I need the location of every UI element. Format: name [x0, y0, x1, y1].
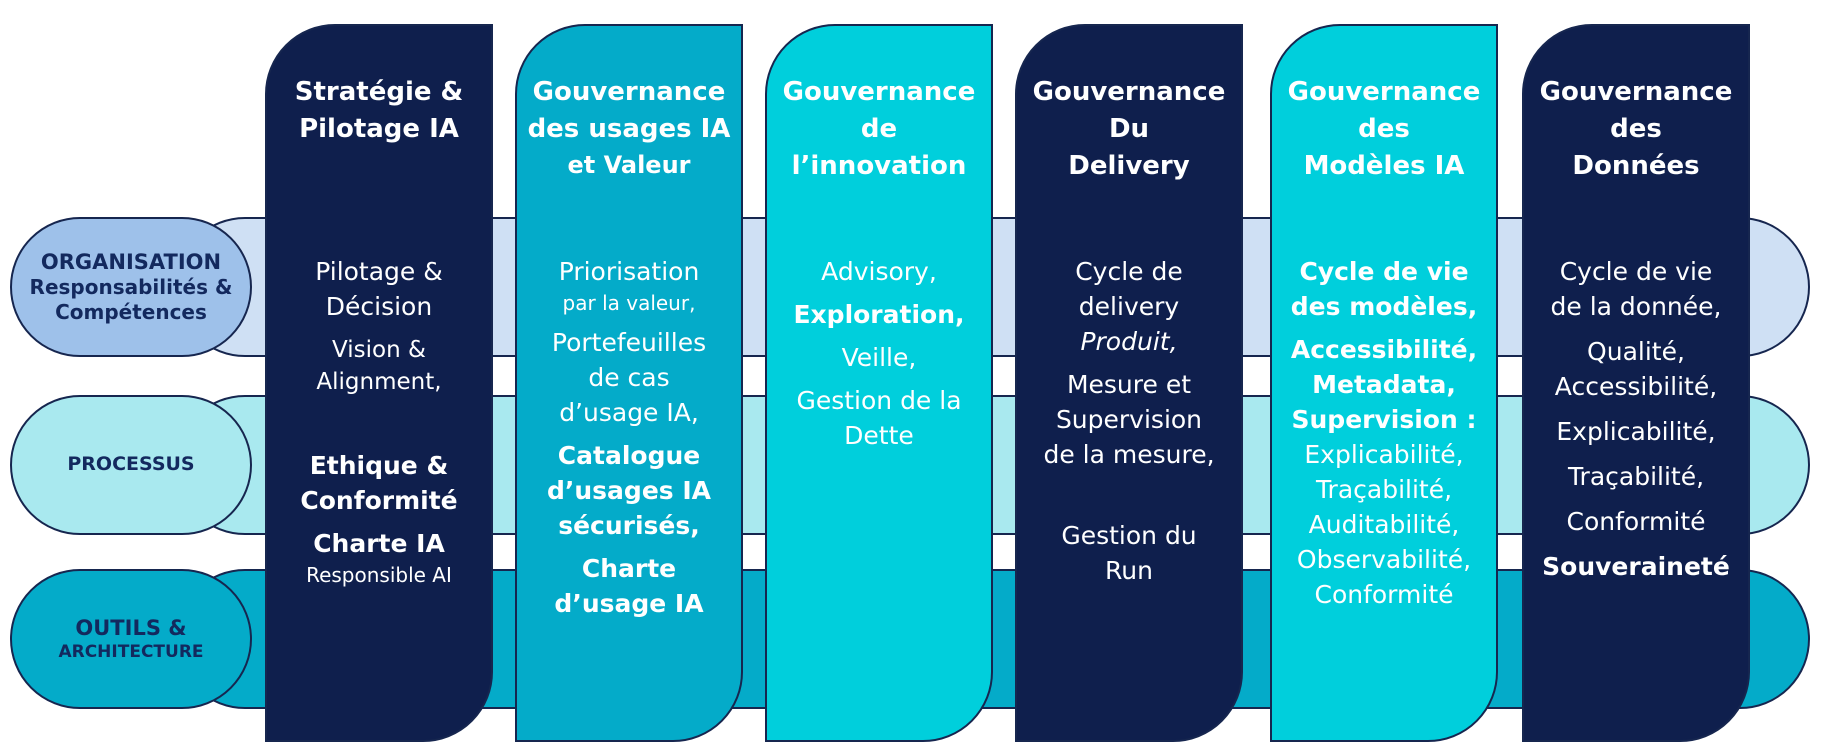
column-item: Pilotage &	[315, 257, 443, 286]
column-item: Veille,	[841, 343, 917, 372]
column-title-line: Gouvernance	[1539, 77, 1733, 107]
column-title: Gouvernance des Données	[1540, 74, 1733, 202]
column-title-line: et Valeur	[567, 150, 691, 179]
column-item: Traçabilité,	[1315, 475, 1453, 504]
column-item: Mesure et	[1066, 370, 1192, 399]
column-item: Accessibilité,	[1554, 372, 1718, 401]
column-item: Metadata,	[1312, 370, 1456, 399]
column-item: Cycle de vie	[1559, 257, 1713, 286]
column-item: Traçabilité,	[1567, 462, 1705, 491]
row-label-line: Responsabilités &	[29, 275, 233, 300]
column-item: Supervision :	[1291, 405, 1477, 434]
column-title: Stratégie & Pilotage IA	[295, 74, 463, 202]
column-item: des modèles,	[1290, 292, 1478, 321]
column-title: Gouvernance de l’innovation	[783, 74, 976, 202]
column-item: Produit,	[1080, 327, 1178, 356]
column-item: Run	[1105, 556, 1153, 585]
row-label-line: Compétences	[55, 300, 207, 325]
column-item: Dette	[844, 421, 914, 450]
column-item: Gestion du	[1061, 521, 1197, 550]
column-item: d’usage IA	[554, 589, 704, 618]
column-item: Exploration,	[793, 300, 965, 329]
column-title-line: de	[860, 113, 898, 144]
column-items: Priorisation par la valeur, Portefeuilles d…	[547, 254, 711, 621]
column-item: Conformité	[300, 486, 458, 516]
column-item: delivery	[1078, 292, 1180, 321]
column-item: Alignment,	[316, 369, 442, 396]
row-label-line: ORGANISATION	[40, 249, 222, 274]
column-items: Cycle de vie des modèles, Accessibilité, Me…	[1291, 254, 1477, 612]
column-item: Explicabilité,	[1556, 417, 1716, 446]
column-item: d’usage IA,	[559, 398, 699, 427]
column-item: Priorisation	[558, 257, 700, 286]
column-item: Ethique &	[309, 451, 449, 481]
column-item: Décision	[325, 292, 433, 321]
row-label-line: PROCESSUS	[67, 453, 195, 476]
column-item: Cycle de	[1075, 257, 1183, 286]
row-label-outils: OUTILS & ARCHITECTURE	[10, 569, 252, 709]
column-item: Supervision	[1055, 405, 1203, 434]
column-title: Gouvernance des Modèles IA	[1288, 74, 1481, 202]
column-item: Portefeuilles	[551, 328, 707, 357]
column-item: Catalogue	[557, 441, 701, 470]
column-title-line: Gouvernance	[1287, 77, 1481, 107]
column-title-line: l’innovation	[791, 150, 967, 181]
column-delivery: Gouvernance Du Delivery Cycle de delivery…	[1015, 24, 1243, 742]
column-item: Cycle de vie	[1299, 257, 1469, 286]
row-label-processus: PROCESSUS	[10, 395, 252, 535]
column-title-line: Stratégie &	[294, 77, 464, 107]
column-item: Advisory,	[821, 257, 937, 286]
column-title-line: Gouvernance	[1032, 77, 1226, 107]
column-item: d’usages IA	[546, 476, 712, 505]
column-title-line: Du	[1108, 113, 1150, 144]
column-modeles: Gouvernance des Modèles IA Cycle de vie d…	[1270, 24, 1498, 742]
column-item: Conformité	[1314, 580, 1454, 609]
column-item: Explicabilité,	[1304, 440, 1464, 469]
column-item: Responsible AI	[306, 563, 452, 588]
column-item: Conformité	[1566, 507, 1706, 536]
column-item: Observabilité,	[1296, 545, 1472, 574]
column-item: Qualité,	[1587, 337, 1685, 366]
column-title-line: Gouvernance	[532, 77, 726, 107]
column-item: de la mesure,	[1043, 440, 1215, 469]
column-items: Advisory, Exploration, Veille, Gestion de l…	[793, 254, 964, 453]
column-item: Charte	[581, 554, 677, 583]
column-items: Cycle de vie de la donnée, Qualité, Accessi…	[1542, 254, 1730, 584]
column-item: sécurisés,	[558, 511, 700, 540]
column-item: de la donnée,	[1550, 292, 1722, 321]
column-donnees: Gouvernance des Données Cycle de vie de l…	[1522, 24, 1750, 742]
column-usages: Gouvernance des usages IA et Valeur Prio…	[515, 24, 743, 742]
row-label-line: ARCHITECTURE	[58, 641, 204, 662]
column-title-line: des usages IA	[527, 113, 731, 144]
column-title: Gouvernance Du Delivery	[1033, 74, 1226, 202]
column-item: Vision &	[332, 337, 426, 363]
column-strategie: Stratégie & Pilotage IA Pilotage & Décisi…	[265, 24, 493, 742]
column-title-line: des	[1610, 113, 1662, 144]
column-title-line: Modèles IA	[1303, 150, 1465, 181]
row-label-line: OUTILS &	[75, 616, 187, 641]
column-title: Gouvernance des usages IA et Valeur	[528, 74, 731, 202]
column-innovation: Gouvernance de l’innovation Advisory, Exp…	[765, 24, 993, 742]
column-title-line: des	[1358, 113, 1410, 144]
column-item: Charte IA	[313, 529, 445, 559]
column-item: de cas	[588, 363, 670, 392]
column-item: par la valeur,	[562, 291, 696, 315]
column-item: Auditabilité,	[1308, 510, 1460, 539]
column-title-line: Delivery	[1068, 150, 1190, 181]
column-item: Gestion de la	[796, 386, 962, 415]
column-title-line: Données	[1572, 150, 1700, 181]
row-label-organisation: ORGANISATION Responsabilités & Compétenc…	[10, 217, 252, 357]
column-item: Accessibilité,	[1290, 335, 1478, 364]
column-item: Souveraineté	[1542, 552, 1730, 581]
column-title-line: Gouvernance	[782, 77, 976, 107]
column-title-line: Pilotage IA	[299, 113, 459, 144]
